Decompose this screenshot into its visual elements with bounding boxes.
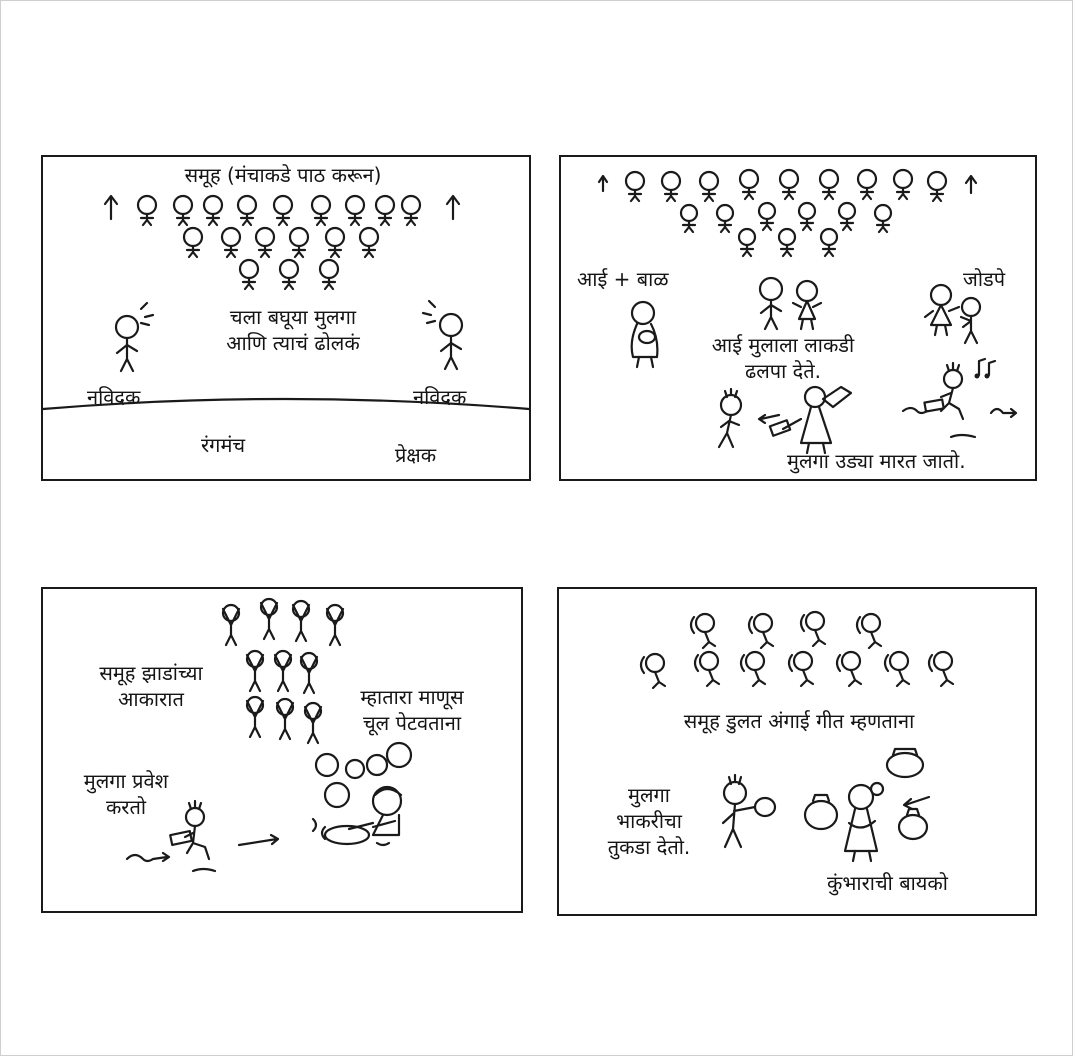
stage-label: रंगमंच bbox=[201, 433, 246, 457]
smoke-clouds bbox=[314, 741, 413, 809]
couple-center-figures bbox=[758, 276, 823, 331]
boy-receiving-figure bbox=[717, 387, 781, 449]
potter-wife-figure bbox=[843, 781, 885, 863]
dialogue-line-1: चला बघूया मुलगा bbox=[229, 305, 357, 329]
narrator-right-label: नविदक bbox=[413, 385, 467, 409]
boy-gives-line-1: मुलगा bbox=[628, 783, 670, 807]
couple-right-figures bbox=[923, 283, 982, 345]
trees-line-2: आकारात bbox=[118, 687, 184, 711]
mother-gives-line-1: आई मुलाला लाकडी bbox=[711, 333, 855, 357]
panel-2-drawing bbox=[597, 168, 1018, 455]
boy-gives-line-3: तुकडा देतो. bbox=[607, 835, 691, 859]
group-tree-shapes bbox=[221, 597, 345, 745]
panel-4-drawing bbox=[639, 610, 955, 863]
dialogue-line-2: आणि त्याचं ढोलकं bbox=[226, 331, 360, 355]
mother-giving-figure bbox=[768, 385, 853, 455]
boy-jumping-figure bbox=[901, 357, 1018, 439]
boy-entering-figure bbox=[125, 799, 280, 873]
couples-label: जोडपे bbox=[963, 267, 1006, 291]
boy-giving-bread-figure bbox=[721, 773, 777, 849]
mother-child-label: आई + बाळ bbox=[577, 267, 669, 291]
arrow-up-left-icon bbox=[597, 174, 609, 193]
boy-jumps-label: मुलगा उड्या मारत जातो. bbox=[787, 449, 966, 473]
narrator-left-label: नविदक bbox=[87, 385, 141, 409]
arrow-up-left-icon bbox=[103, 194, 119, 221]
mother-gives-line-2: ढलपा देते. bbox=[744, 359, 822, 383]
group-triangle-formation bbox=[624, 168, 948, 258]
old-man-line-2: चूल पेटवताना bbox=[362, 711, 462, 735]
narrator-left-figure bbox=[114, 301, 155, 373]
audience-label: प्रेक्षक bbox=[395, 443, 437, 467]
group-facing-back bbox=[136, 194, 422, 291]
old-man-line-1: म्हातारा माणूस bbox=[360, 685, 464, 709]
panel-trees-and-old-man: समूह झाडांच्या आकारात म्हातारा माणूस चूल… bbox=[41, 587, 523, 913]
boy-gives-line-2: भाकरीचा bbox=[616, 809, 682, 833]
panel-1-drawing bbox=[41, 194, 531, 411]
trees-line-1: समूह झाडांच्या bbox=[99, 661, 203, 685]
clay-pots bbox=[803, 747, 931, 841]
potter-wife-label: कुंभाराची बायको bbox=[827, 871, 948, 895]
panel-3-drawing bbox=[125, 597, 413, 873]
old-man-lighting-stove-figure bbox=[311, 785, 403, 847]
narrator-right-figure bbox=[421, 299, 464, 371]
group-swaying-figures bbox=[639, 610, 955, 690]
lullaby-label: समूह डुलत अंगाई गीत म्हणताना bbox=[683, 709, 915, 733]
panel-lullaby-and-potter-wife: समूह डुलत अंगाई गीत म्हणताना मुलगा भाकरी… bbox=[557, 587, 1037, 916]
stage-edge-curve bbox=[41, 397, 531, 411]
panel-stage-layout: समूह (मंचाकडे पाठ करून) चला बघूया मुलगा … bbox=[41, 155, 531, 481]
panel-mother-and-boy: आई + बाळ जोडपे आई मुलाला लाकडी ढलपा देते… bbox=[559, 155, 1037, 481]
boy-enters-line-2: करतो bbox=[105, 795, 147, 819]
mother-with-baby-figure bbox=[630, 300, 659, 369]
arrow-up-right-icon bbox=[445, 194, 461, 221]
boy-enters-line-1: मुलगा प्रवेश bbox=[83, 769, 169, 793]
group-label: समूह (मंचाकडे पाठ करून) bbox=[184, 163, 382, 187]
arrow-up-right-icon bbox=[964, 174, 978, 195]
